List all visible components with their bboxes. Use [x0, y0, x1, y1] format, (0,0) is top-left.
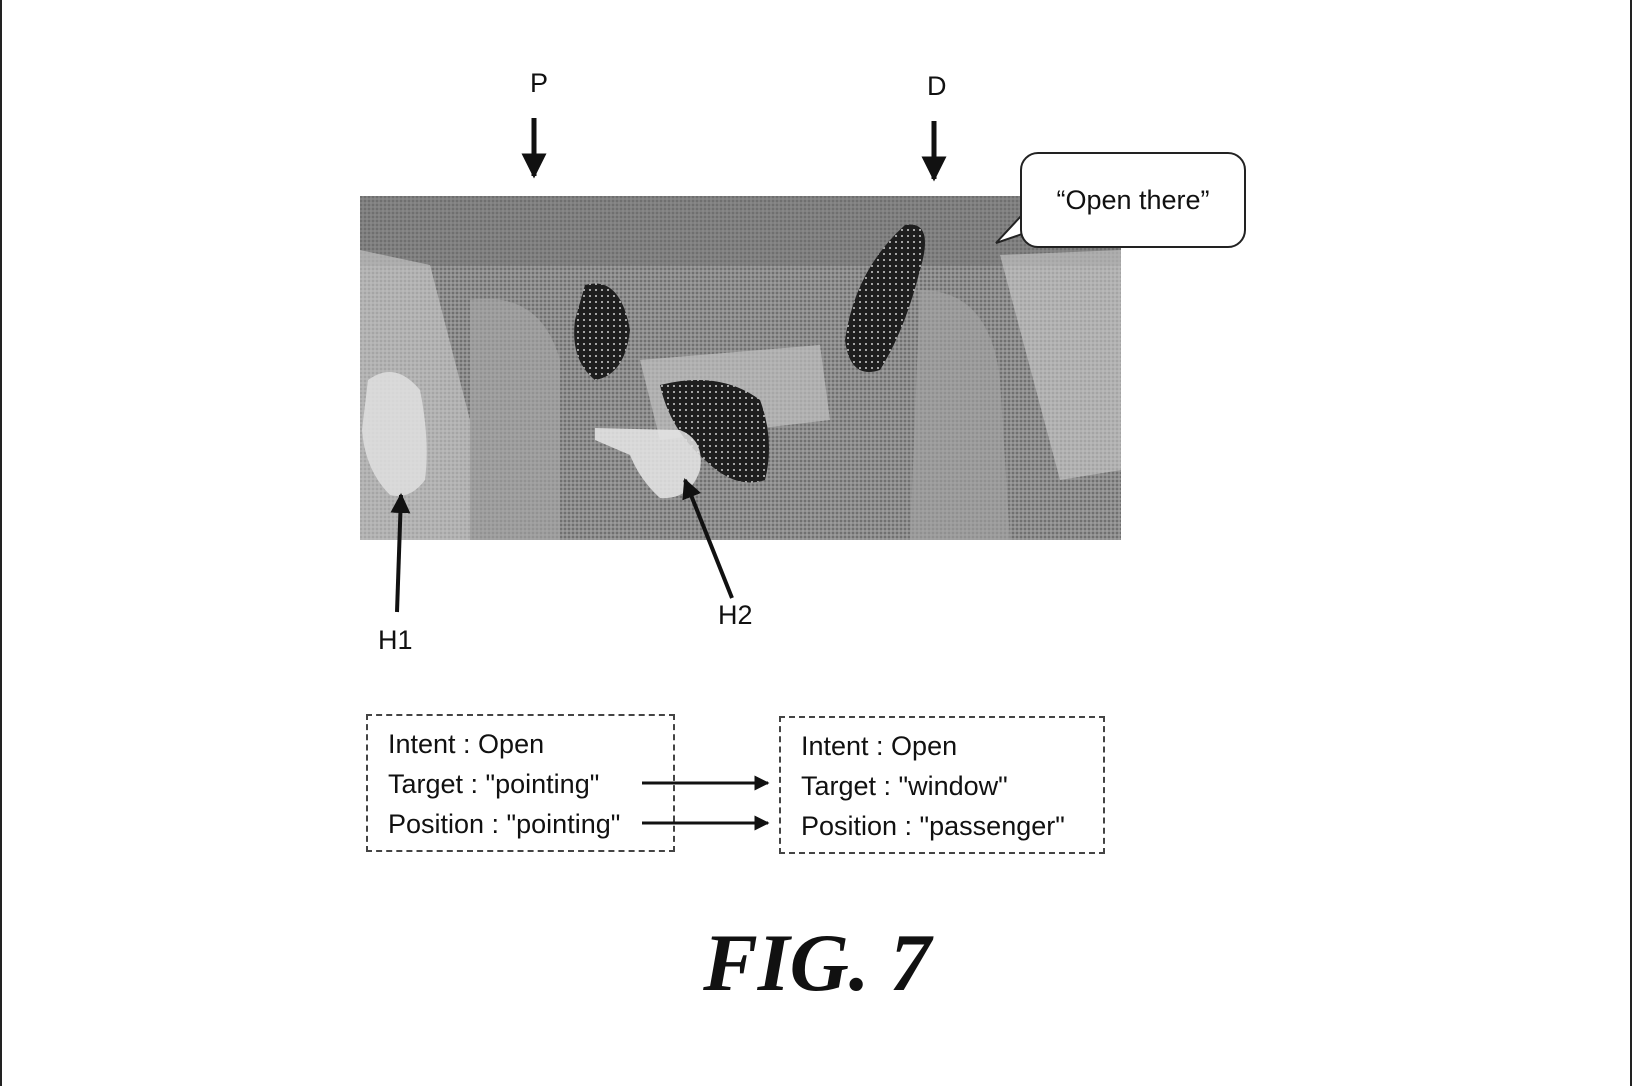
- output-position: Position : "passenger": [801, 811, 1065, 841]
- label-h2: H2: [718, 600, 753, 630]
- label-d: D: [927, 71, 947, 101]
- input-position: Position : "pointing": [388, 809, 621, 839]
- h2-arrow: [682, 478, 734, 599]
- figure-caption: FIG. 7: [703, 917, 931, 1008]
- h1-arrow: [390, 493, 411, 613]
- label-p: P: [530, 68, 549, 98]
- input-intent-box: Intent : Open Target : "pointing" Positi…: [366, 714, 675, 852]
- input-target: Target : "pointing": [388, 769, 600, 799]
- output-intent: Intent : Open: [801, 731, 958, 761]
- car-interior-image: [360, 196, 1121, 540]
- speech-bubble-text: “Open there”: [1056, 184, 1210, 215]
- output-intent-box: Intent : Open Target : "window" Position…: [779, 716, 1105, 854]
- input-intent: Intent : Open: [388, 729, 545, 759]
- label-h1: H1: [378, 625, 413, 655]
- output-target: Target : "window": [801, 771, 1008, 801]
- speech-bubble: “Open there”: [1020, 152, 1246, 248]
